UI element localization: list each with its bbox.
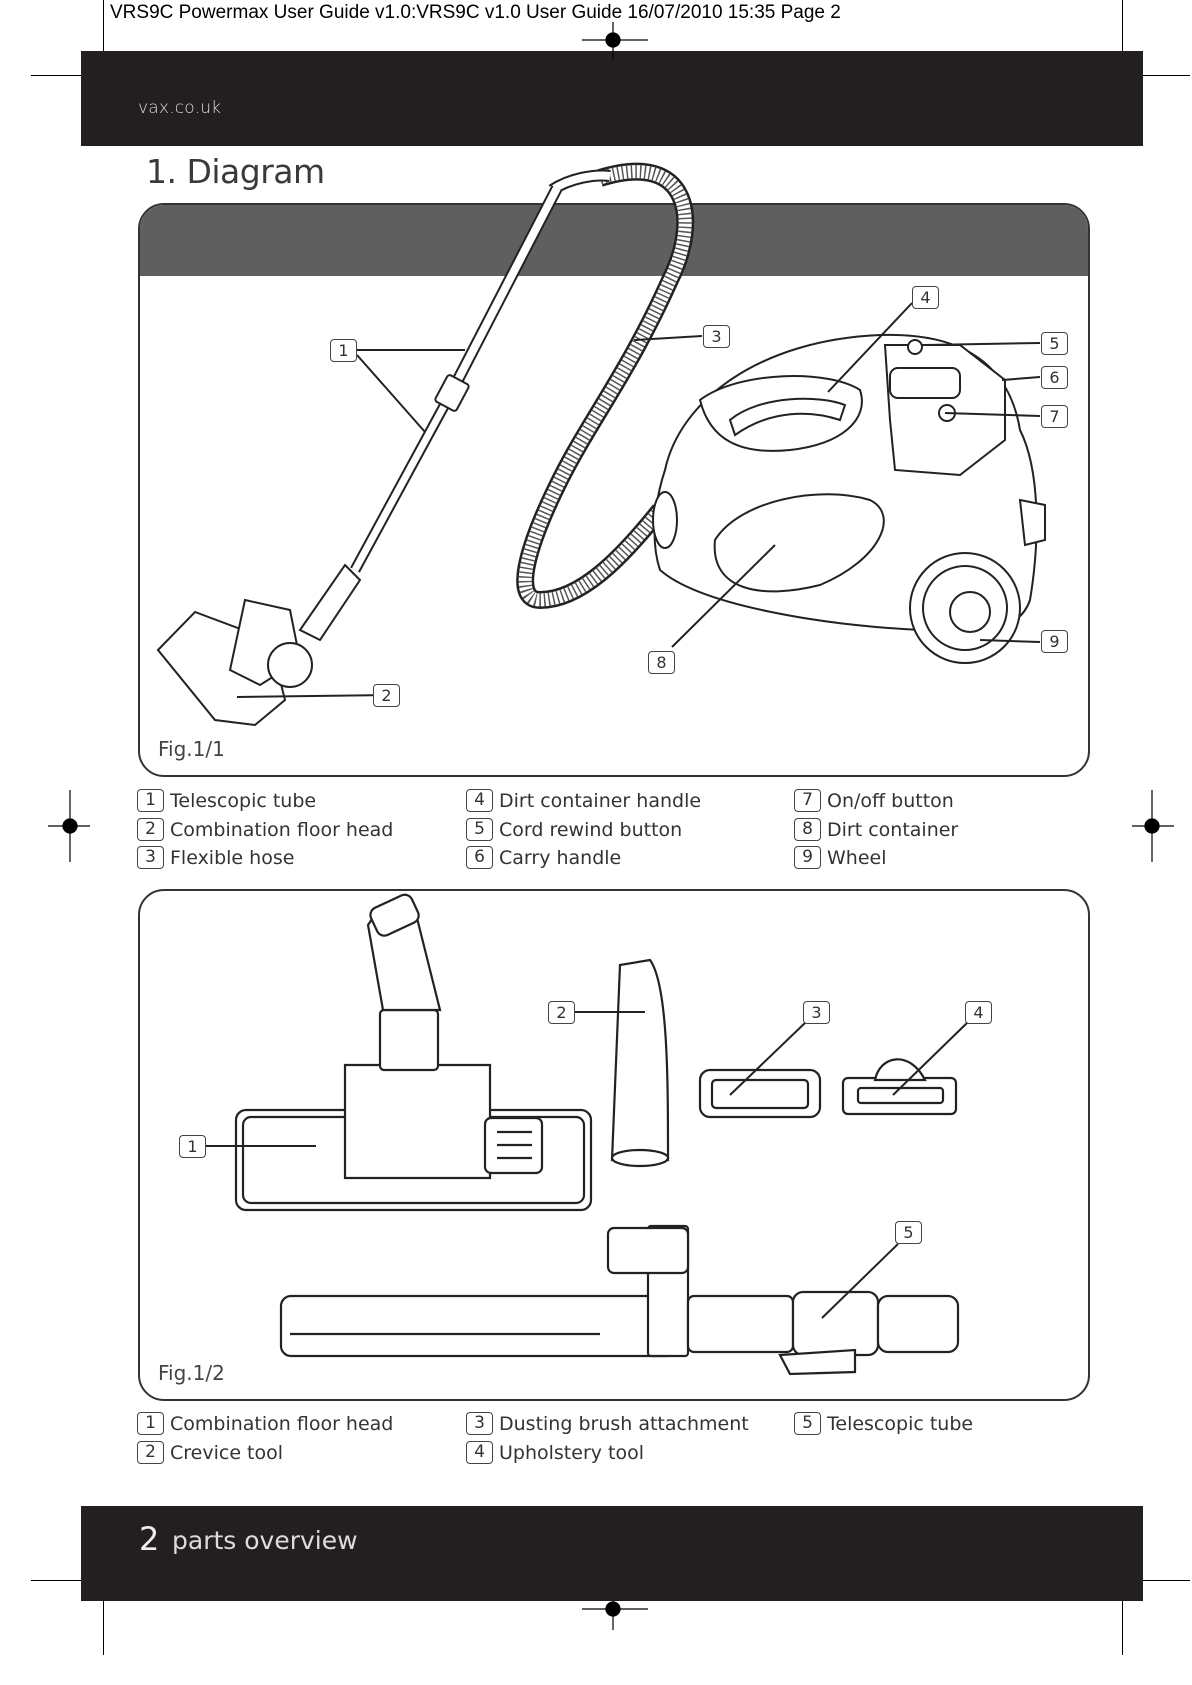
legend-text: Crevice tool bbox=[170, 1441, 284, 1464]
figure-1-panel: Fig.1/1 bbox=[138, 203, 1090, 777]
print-header: VRS9C Powermax User Guide v1.0:VRS9C v1.… bbox=[110, 2, 841, 23]
footer-section-title: parts overview bbox=[172, 1526, 358, 1555]
crop-mark bbox=[1135, 1580, 1190, 1581]
crop-mark bbox=[1122, 1595, 1123, 1655]
legend-number: 3 bbox=[466, 1412, 493, 1435]
callout-3: 3 bbox=[803, 1001, 830, 1024]
legend-item: 3 Dusting brush attachment bbox=[466, 1412, 749, 1435]
callout-2: 2 bbox=[548, 1001, 575, 1024]
legend-item: 6 Carry handle bbox=[466, 846, 621, 869]
legend-text: Telescopic tube bbox=[827, 1412, 974, 1435]
callout-5: 5 bbox=[895, 1221, 922, 1244]
callout-1: 1 bbox=[179, 1135, 206, 1158]
legend-text: Dusting brush attachment bbox=[499, 1412, 749, 1435]
legend-number: 8 bbox=[794, 818, 821, 841]
legend-item: 2 Crevice tool bbox=[137, 1441, 283, 1464]
legend-text: Carry handle bbox=[499, 846, 622, 869]
legend-item: 3 Flexible hose bbox=[137, 846, 294, 869]
legend-text: Combination floor head bbox=[170, 1412, 394, 1435]
crop-mark bbox=[31, 1580, 86, 1581]
legend-number: 2 bbox=[137, 818, 164, 841]
callout-8: 8 bbox=[648, 651, 675, 674]
callout-2: 2 bbox=[373, 684, 400, 707]
legend-text: Combination floor head bbox=[170, 818, 394, 841]
site-url: vax.co.uk bbox=[138, 98, 222, 118]
legend-item: 5 Cord rewind button bbox=[466, 818, 682, 841]
legend-item: 7 On/off button bbox=[794, 789, 954, 812]
legend-number: 4 bbox=[466, 1441, 493, 1464]
header-band: vax.co.uk bbox=[81, 51, 1143, 146]
legend-text: Telescopic tube bbox=[170, 789, 317, 812]
legend-text: On/off button bbox=[827, 789, 954, 812]
legend-item: 4 Dirt container handle bbox=[466, 789, 701, 812]
callout-7: 7 bbox=[1041, 405, 1068, 428]
figure-2-panel: Fig.1/2 bbox=[138, 889, 1090, 1401]
legend-item: 5 Telescopic tube bbox=[794, 1412, 973, 1435]
crop-mark bbox=[103, 0, 104, 55]
legend-number: 6 bbox=[466, 846, 493, 869]
legend-text: Wheel bbox=[827, 846, 887, 869]
legend-item: 8 Dirt container bbox=[794, 818, 958, 841]
legend-item: 4 Upholstery tool bbox=[466, 1441, 644, 1464]
callout-3: 3 bbox=[703, 325, 730, 348]
page-number: 2 bbox=[139, 1520, 160, 1558]
legend-item: 1 Combination floor head bbox=[137, 1412, 393, 1435]
figure-2-label: Fig.1/2 bbox=[158, 1361, 225, 1385]
legend-number: 3 bbox=[137, 846, 164, 869]
legend-number: 4 bbox=[466, 789, 493, 812]
legend-number: 9 bbox=[794, 846, 821, 869]
legend-number: 7 bbox=[794, 789, 821, 812]
figure-1-label: Fig.1/1 bbox=[158, 737, 225, 761]
legend-item: 9 Wheel bbox=[794, 846, 887, 869]
callout-9: 9 bbox=[1041, 630, 1068, 653]
legend-number: 5 bbox=[794, 1412, 821, 1435]
crop-mark bbox=[1122, 0, 1123, 55]
legend-number: 1 bbox=[137, 789, 164, 812]
crop-mark bbox=[103, 1595, 104, 1655]
legend-text: Dirt container bbox=[827, 818, 959, 841]
legend-number: 2 bbox=[137, 1441, 164, 1464]
legend-item: 2 Combination floor head bbox=[137, 818, 393, 841]
legend-text: Flexible hose bbox=[170, 846, 295, 869]
legend-number: 5 bbox=[466, 818, 493, 841]
crop-mark bbox=[1135, 75, 1190, 76]
legend-text: Cord rewind button bbox=[499, 818, 683, 841]
legend-item: 1 Telescopic tube bbox=[137, 789, 316, 812]
page-title: 1. Diagram bbox=[146, 152, 325, 191]
footer-band: 2 parts overview bbox=[81, 1506, 1143, 1601]
callout-5: 5 bbox=[1041, 332, 1068, 355]
crop-mark bbox=[31, 75, 86, 76]
callout-4: 4 bbox=[912, 286, 939, 309]
callout-1: 1 bbox=[330, 339, 357, 362]
callout-6: 6 bbox=[1041, 366, 1068, 389]
legend-text: Dirt container handle bbox=[499, 789, 702, 812]
figure-1-header-bar bbox=[140, 205, 1088, 276]
callout-4: 4 bbox=[965, 1001, 992, 1024]
legend-number: 1 bbox=[137, 1412, 164, 1435]
legend-text: Upholstery tool bbox=[499, 1441, 645, 1464]
